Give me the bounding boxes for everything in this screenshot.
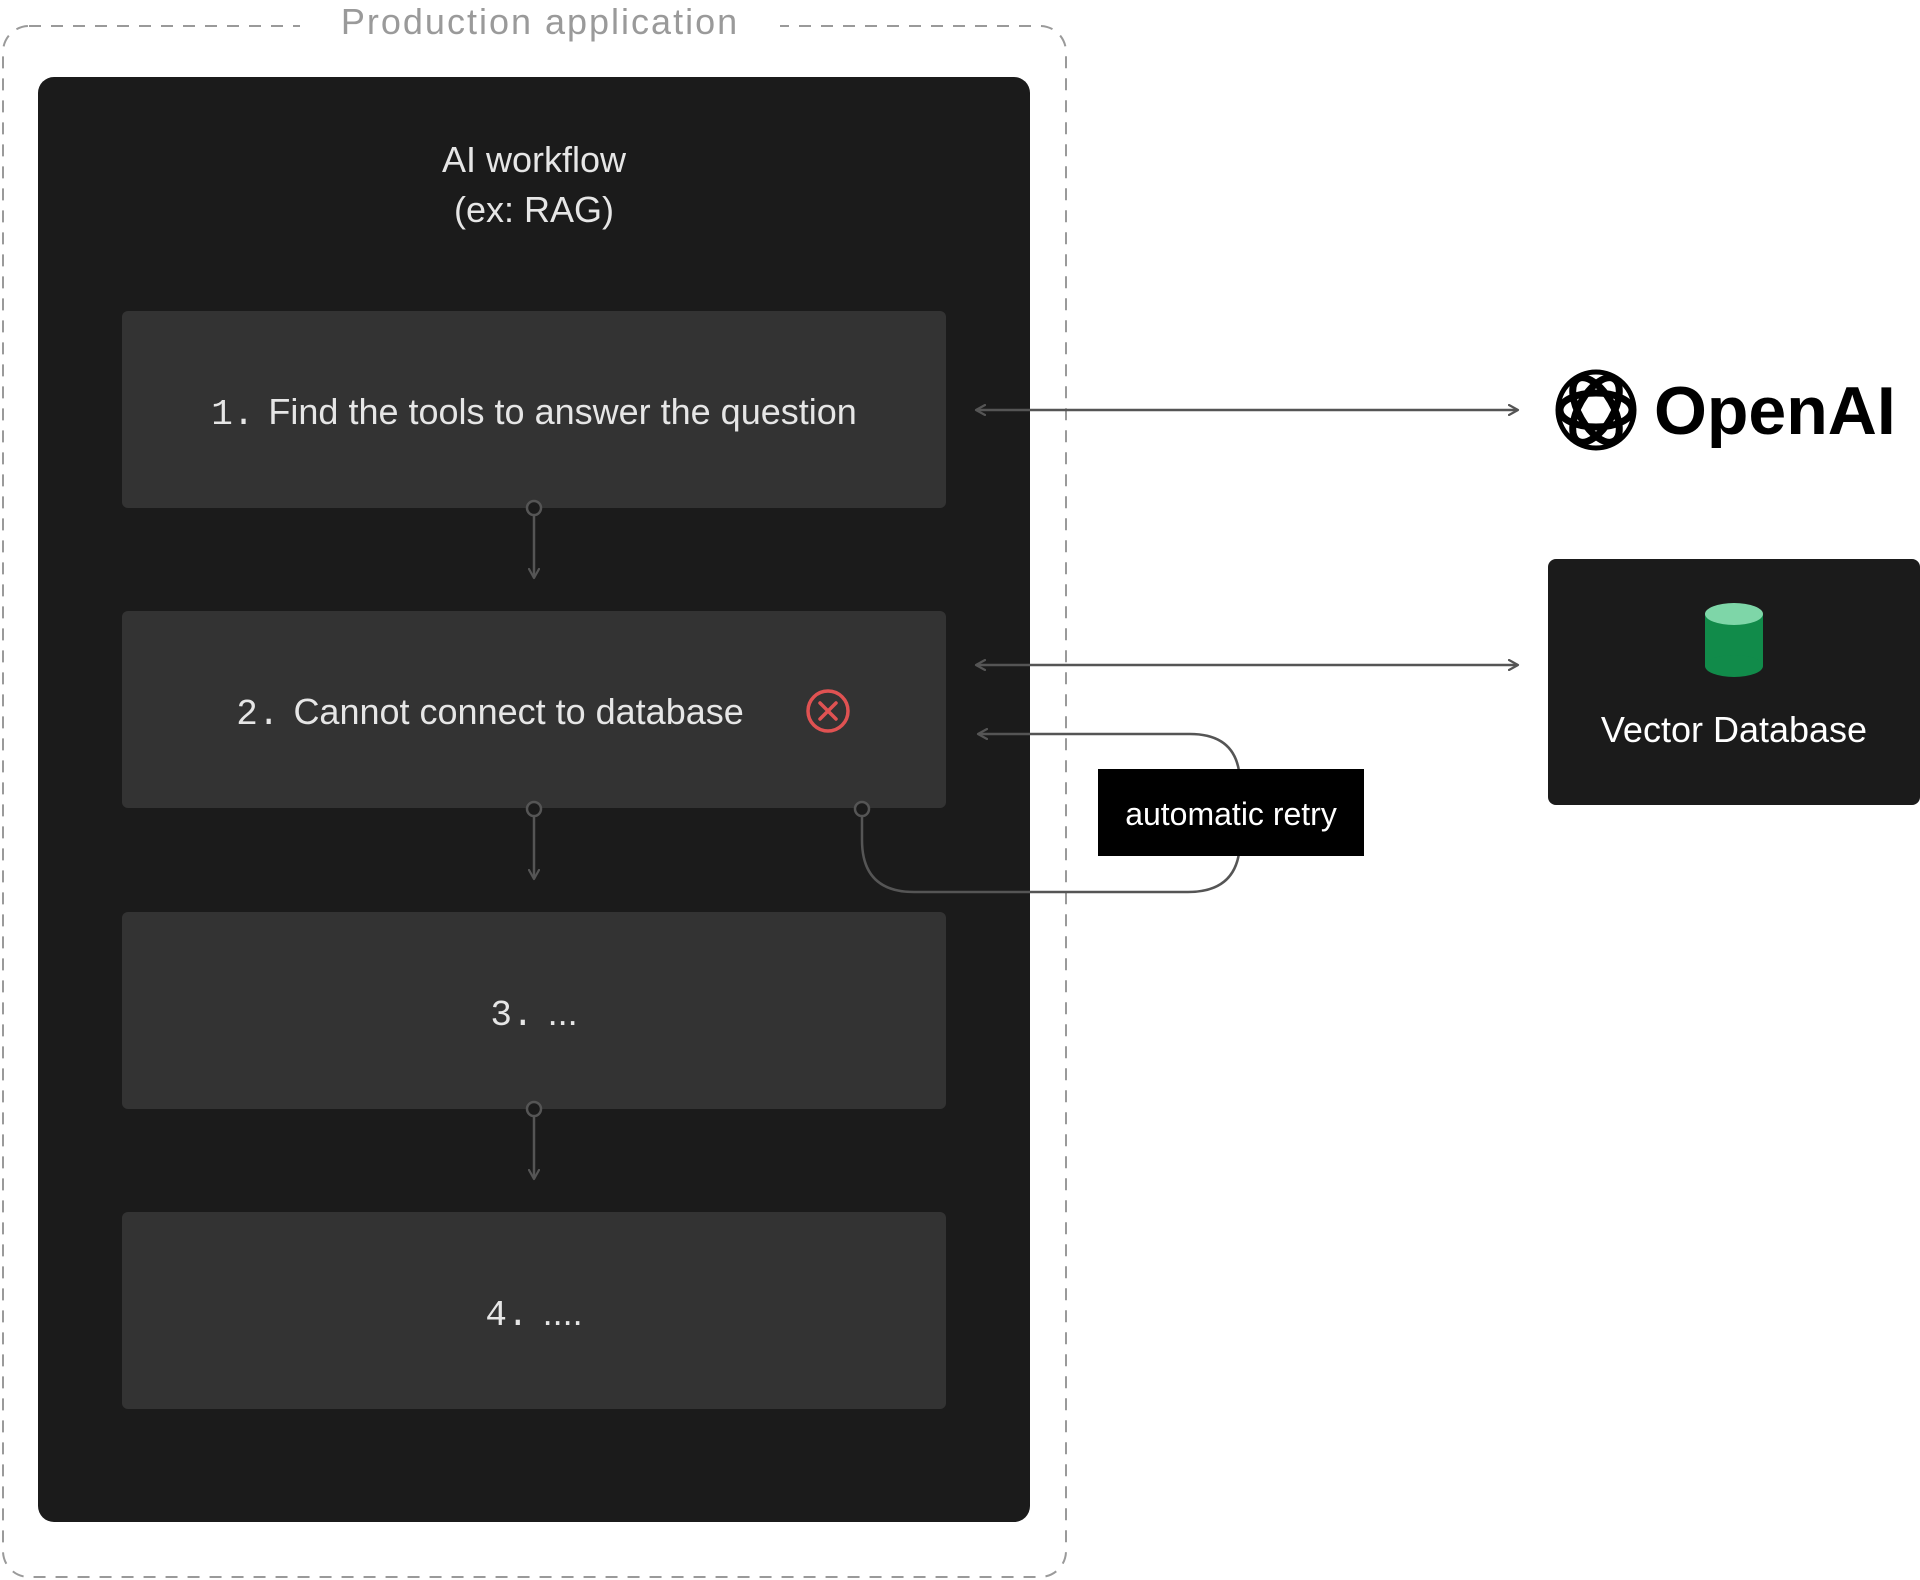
- step-2-label: 2. Cannot connect to database: [236, 691, 744, 735]
- step-2-number: 2.: [236, 694, 279, 735]
- step-1: 1. Find the tools to answer the question: [122, 311, 946, 508]
- step-1-number: 1.: [211, 394, 254, 435]
- step-3-box: [122, 912, 946, 1109]
- vector-database-card: Vector Database: [1548, 559, 1920, 805]
- step-3-text: ...: [548, 992, 578, 1033]
- step-1-box: [122, 311, 946, 508]
- step-2-box: [122, 611, 946, 808]
- step-4-number: 4.: [485, 1295, 528, 1336]
- error-icon: [806, 689, 850, 733]
- step-connector-1-2: [525, 499, 543, 578]
- step-4-box: [122, 1212, 946, 1409]
- step-4-text: ....: [543, 1292, 583, 1333]
- openai-logo: OpenAI: [1555, 369, 1896, 451]
- retry-label: automatic retry: [1125, 796, 1337, 832]
- step-4: 4.....: [122, 1212, 946, 1409]
- step-3-number: 3.: [490, 995, 533, 1036]
- step-connector-2-3: [525, 800, 543, 879]
- retry-label-box: [1098, 769, 1364, 856]
- database-cylinder-icon: [1705, 603, 1763, 677]
- retry-loop-arrow: [853, 734, 1242, 894]
- step-4-label: 4.....: [485, 1292, 582, 1336]
- openai-logo-icon: [1555, 369, 1637, 451]
- openai-name: OpenAI: [1654, 373, 1896, 449]
- step-1-text: Find the tools to answer the question: [268, 391, 856, 432]
- workflow-subtitle: (ex: RAG): [454, 189, 614, 230]
- step-1-label: 1. Find the tools to answer the question: [211, 391, 857, 435]
- workflow-title: AI workflow: [442, 139, 627, 180]
- step-connector-3-4: [525, 1100, 543, 1179]
- step-2: 2. Cannot connect to database: [122, 611, 946, 808]
- step-3-label: 3....: [490, 992, 577, 1036]
- frame-label: Production application: [341, 1, 739, 42]
- step-3: 3....: [122, 912, 946, 1109]
- vector-database-label: Vector Database: [1601, 709, 1867, 750]
- step-2-text: Cannot connect to database: [293, 691, 743, 732]
